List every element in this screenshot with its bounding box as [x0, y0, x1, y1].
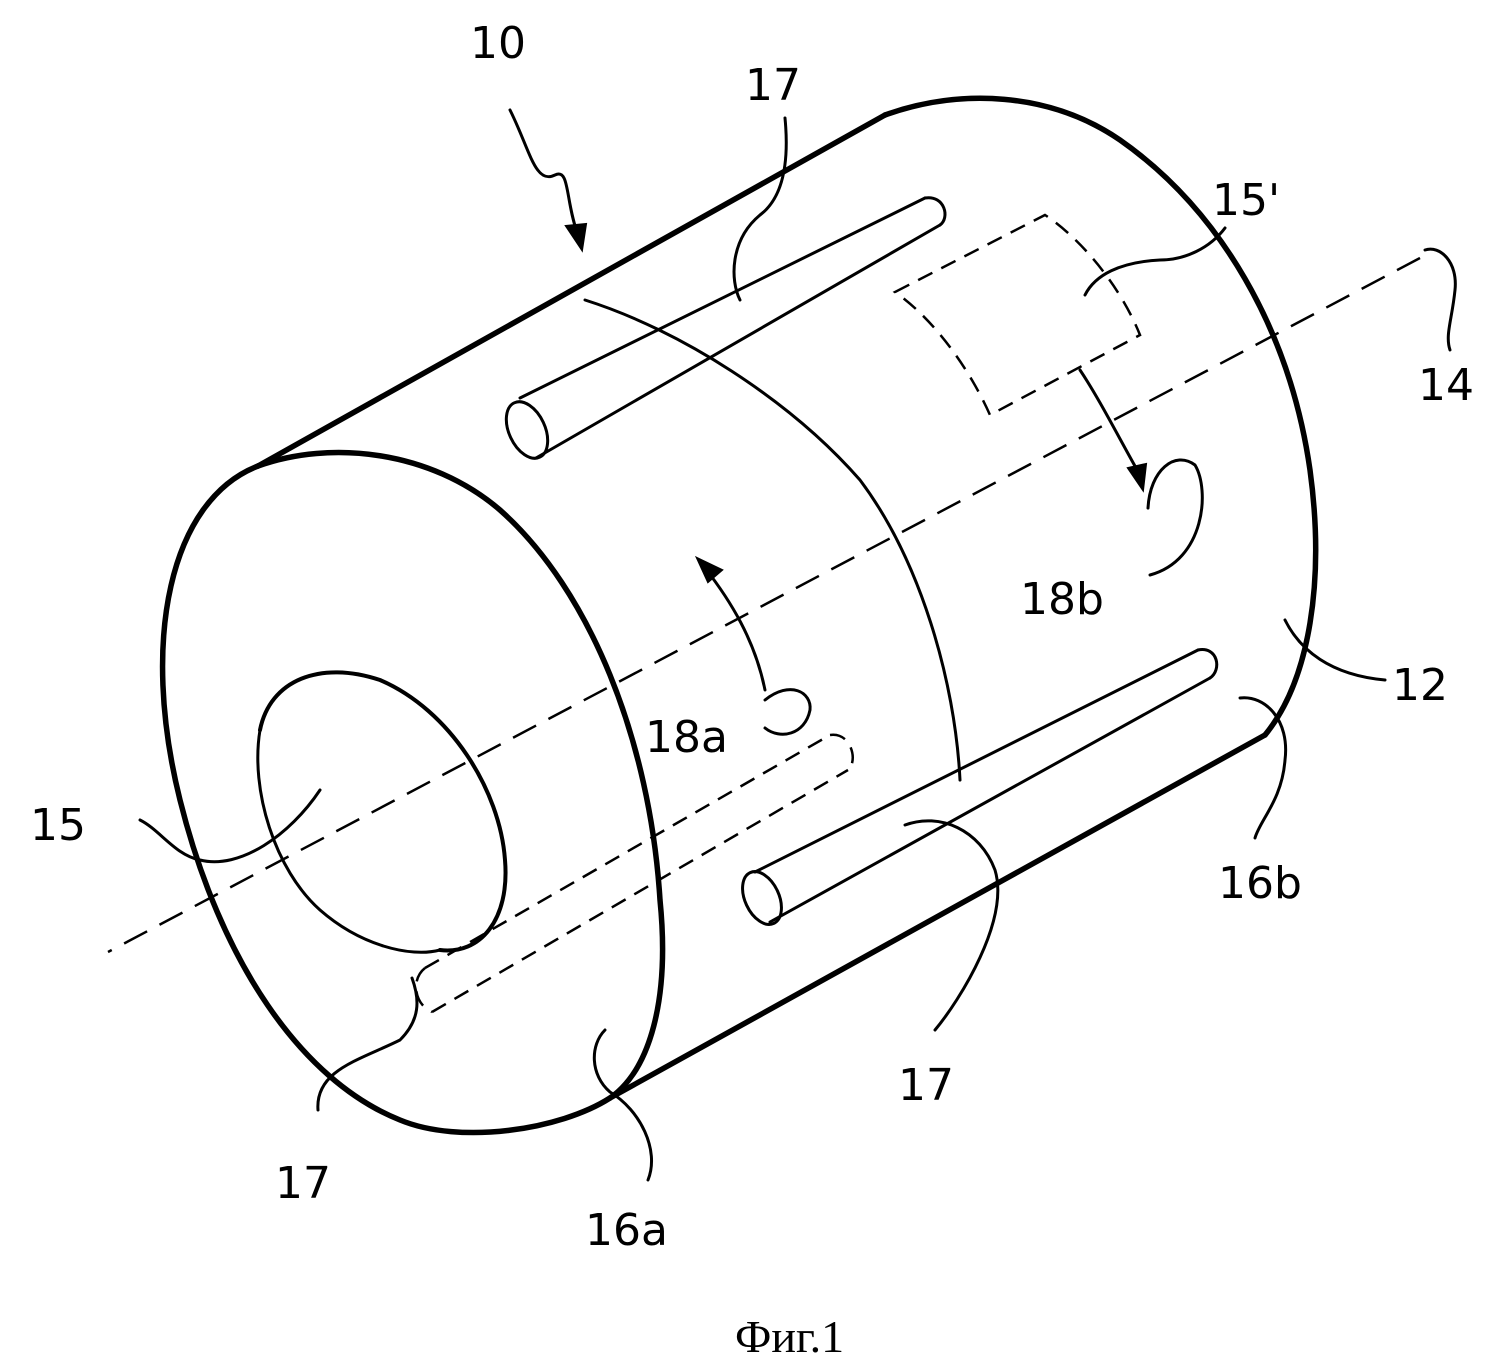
label-rod-top: 17 — [745, 60, 801, 111]
label-bore: 15 — [30, 800, 86, 851]
figure-caption: Фиг.1 — [735, 1311, 844, 1362]
label-body: 12 — [1392, 660, 1448, 711]
reference-labels: 10 17 15' 14 18b 12 18a 15 16b 17 17 16a — [30, 18, 1474, 1256]
upper-rod — [498, 198, 945, 465]
hidden-bore-far — [895, 215, 1140, 415]
label-rod-bottom-left: 17 — [275, 1158, 331, 1209]
label-rotation-a: 18a — [645, 712, 728, 763]
label-axis: 14 — [1418, 360, 1474, 411]
leader-lines — [140, 118, 1455, 1180]
label-bore-far: 15' — [1212, 175, 1280, 226]
label-end-face-a: 16a — [585, 1205, 668, 1256]
label-device: 10 — [470, 18, 526, 69]
bottom-silhouette — [610, 735, 1265, 1098]
device-arrow — [510, 110, 586, 250]
middle-seam — [585, 300, 960, 780]
label-rotation-b: 18b — [1020, 574, 1104, 625]
lower-rod — [735, 650, 1217, 931]
central-axis — [108, 258, 1420, 952]
label-rod-bottom-right: 17 — [898, 1060, 954, 1111]
bore — [258, 672, 506, 952]
rotation-arrow-b — [1080, 370, 1146, 490]
rotation-arrow-a — [697, 558, 765, 690]
front-end-face — [163, 466, 610, 1133]
cylinder-body — [163, 98, 1316, 1132]
label-end-face-b: 16b — [1218, 858, 1302, 909]
